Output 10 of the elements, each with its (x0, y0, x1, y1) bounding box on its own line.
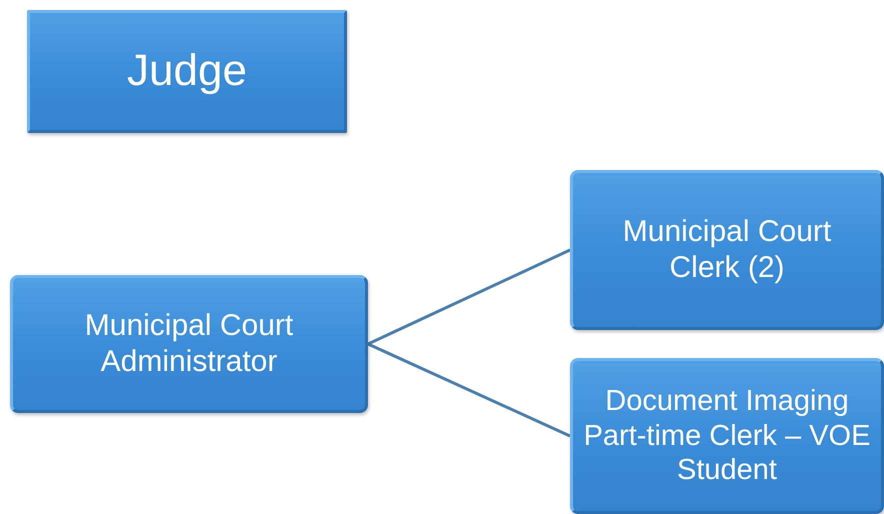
role-title: Judge (127, 45, 247, 98)
role-box (570, 358, 884, 514)
role-box (27, 10, 347, 133)
role-title: Municipal Court Administrator (84, 308, 294, 380)
connector-line (367, 342, 571, 438)
role-box (570, 170, 884, 330)
role-box (10, 275, 368, 413)
connector-line (367, 248, 571, 346)
role-title: Document Imaging Part-time Clerk – VOE Student (582, 384, 872, 488)
role-title: Municipal Court Clerk (2) (622, 214, 832, 286)
